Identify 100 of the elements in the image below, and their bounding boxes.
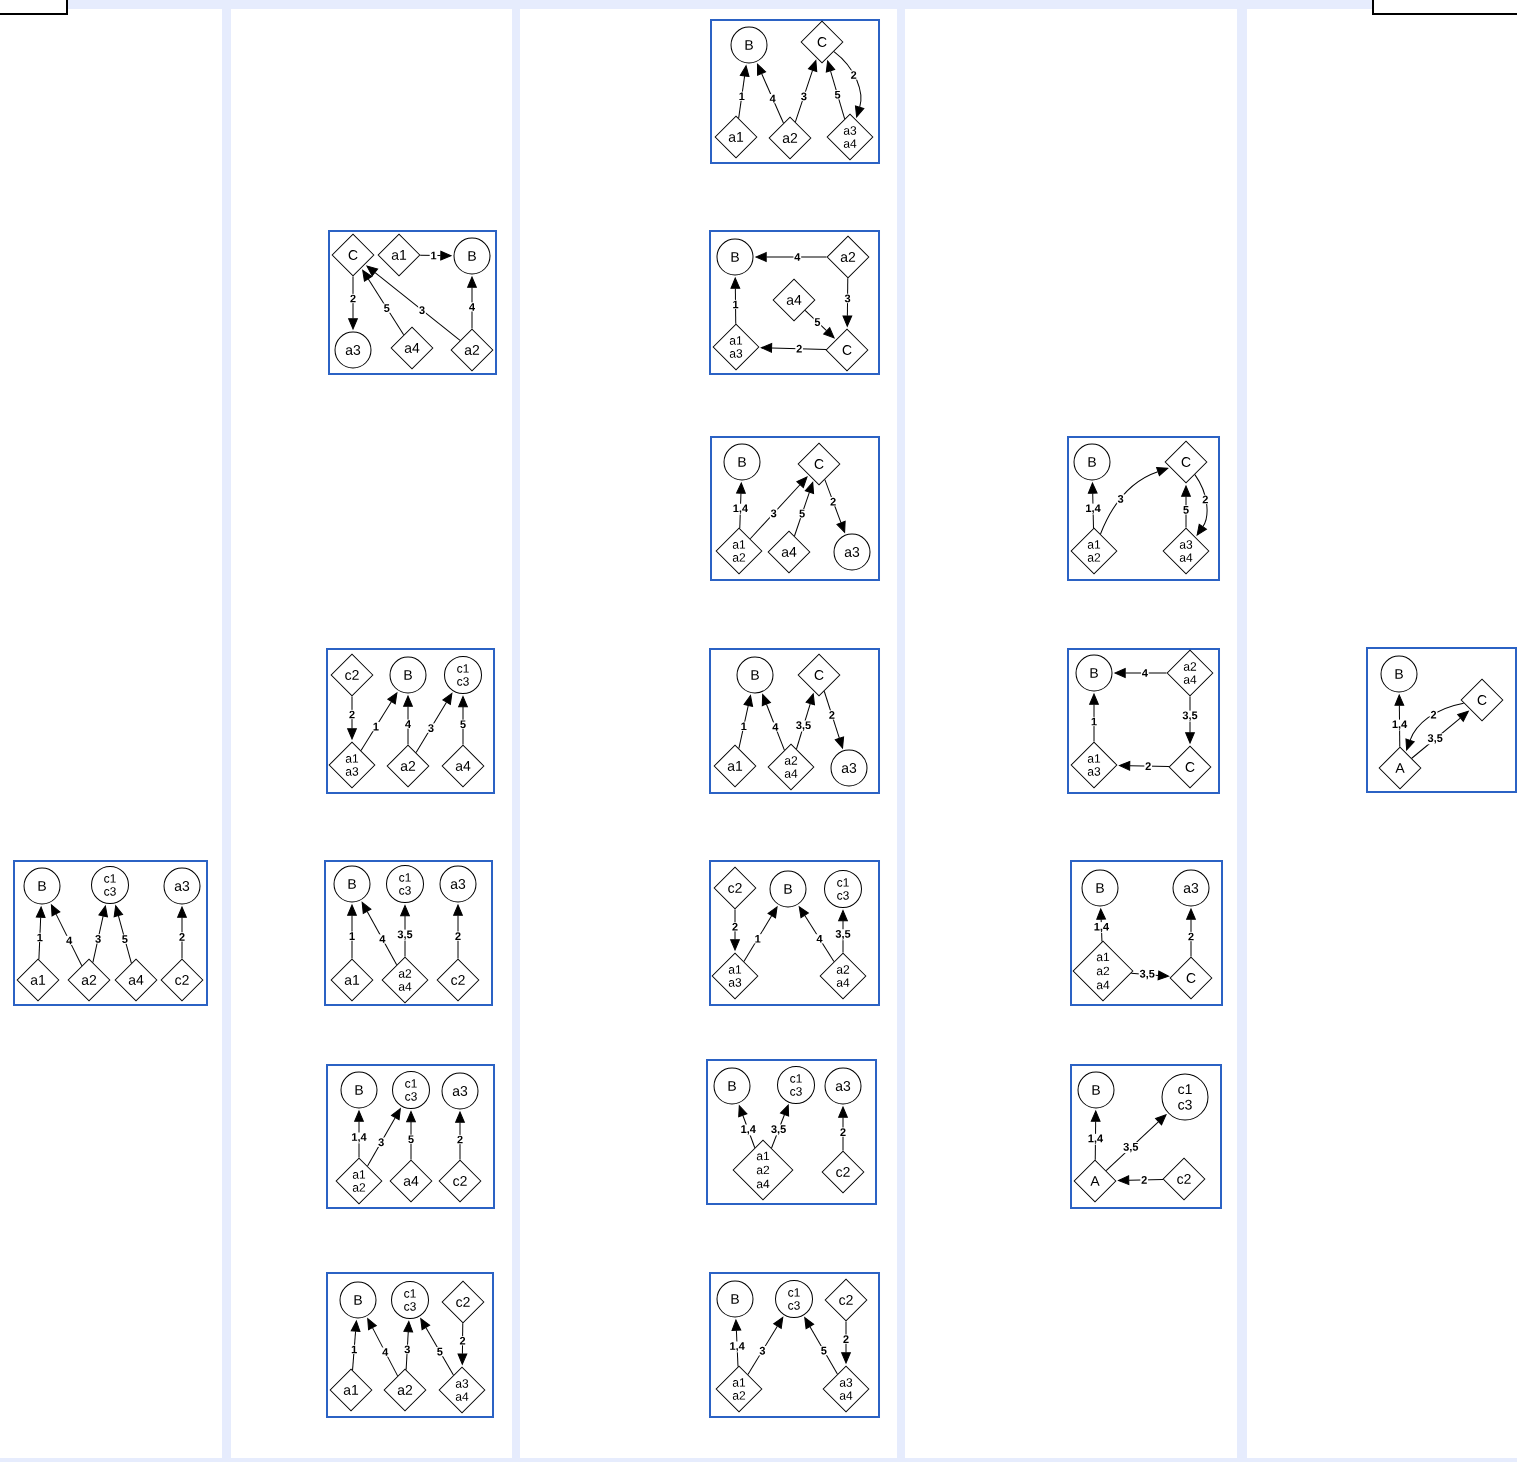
arrow	[833, 51, 865, 118]
diamond-node: C	[1169, 956, 1213, 1000]
edge-label: 4	[815, 934, 824, 944]
graph-panel	[709, 1272, 880, 1418]
circle-node: c1 c3	[392, 1071, 430, 1109]
arrow	[406, 1111, 416, 1160]
diamond-node: a2	[67, 958, 111, 1002]
edge-label: 3,5	[795, 720, 812, 732]
circle-node: B	[340, 1071, 378, 1109]
diamond-node: a2	[450, 328, 494, 372]
circle-node: c1 c3	[444, 656, 482, 694]
arrow	[419, 250, 452, 261]
circle-node: B	[769, 870, 807, 908]
edge-label: 5	[436, 1347, 444, 1357]
edge-label: 3	[1116, 494, 1125, 504]
arrow	[804, 309, 835, 339]
arrow	[367, 1108, 401, 1167]
edge-label: 1,4	[350, 1132, 368, 1144]
graph-panel	[1070, 860, 1223, 1006]
diamond-node: a1 a2 a4	[732, 1139, 794, 1201]
arrow	[1405, 702, 1465, 751]
edge-label: 1	[739, 721, 748, 731]
arrow	[1096, 908, 1106, 943]
arrow	[793, 481, 815, 537]
diamond-node: c2	[438, 1159, 482, 1203]
arrow	[1119, 760, 1170, 771]
arrow	[113, 905, 132, 964]
arrow	[1105, 1114, 1167, 1172]
graph-panel	[710, 436, 880, 581]
graph-panel	[709, 860, 880, 1006]
graph-panel	[328, 230, 497, 375]
edge-label: 3	[769, 508, 778, 519]
arrow	[736, 482, 746, 529]
diamond-node: a3 a4	[822, 1365, 870, 1413]
edge-label: 1	[35, 932, 44, 942]
diamond-node: a1	[330, 958, 374, 1002]
arrow	[403, 1320, 414, 1371]
edge-label: 2	[795, 344, 804, 354]
arrow	[367, 1318, 399, 1377]
circle-node: B	[716, 238, 754, 276]
edge-label: 3,5	[1138, 969, 1156, 980]
arrow	[824, 479, 846, 533]
graph-panel	[326, 1064, 495, 1209]
diamond-node: a2 a4	[767, 743, 815, 791]
arrow	[731, 1319, 742, 1367]
arrow	[1090, 1110, 1101, 1161]
diamond-node: a3 a4	[438, 1366, 486, 1414]
arrow	[747, 1316, 784, 1375]
edge-label: 2	[349, 293, 357, 304]
arrow	[798, 906, 835, 963]
diamond-node: c2	[1162, 1157, 1206, 1201]
edge-label: 2	[1187, 931, 1195, 942]
edge-label: 1,4	[1391, 719, 1408, 731]
edge-label: 4	[381, 1347, 390, 1357]
arrow	[35, 906, 46, 960]
diamond-node: a1 a2	[715, 1365, 763, 1413]
diamond-node: a4	[389, 1159, 433, 1203]
diamond-node: c2	[824, 1278, 868, 1322]
diamond-node: c2	[441, 1280, 485, 1324]
edge-label: 5	[1182, 505, 1190, 515]
edge-label: 4	[378, 934, 387, 944]
arrow	[453, 904, 463, 959]
arrow	[366, 265, 461, 341]
edge-label: 1,4	[1084, 503, 1102, 515]
edge-label: 1	[372, 722, 380, 732]
diamond-node: a2 a4	[1166, 649, 1214, 697]
diamond-node: a1	[714, 115, 758, 159]
circle-node: B	[1073, 443, 1111, 481]
circle-node: c1 c3	[777, 1066, 815, 1104]
edge-label: 2	[178, 932, 186, 942]
graph-panel	[709, 230, 880, 375]
arrow	[842, 277, 853, 327]
edge-label: 1	[737, 91, 746, 101]
circle-node: a3	[163, 867, 201, 905]
diamond-node: a4	[441, 744, 485, 788]
arrow	[1411, 710, 1469, 759]
arrow	[755, 252, 827, 262]
graph-panel	[13, 860, 208, 1006]
circle-node: B	[1075, 654, 1113, 692]
arrow	[838, 1106, 848, 1151]
arrow	[348, 276, 358, 330]
circle-node: B	[713, 1067, 751, 1105]
diamond-node: a1 a2	[335, 1157, 383, 1205]
edge-label: 5	[121, 934, 129, 944]
edge-label: 3	[800, 91, 808, 102]
edge-label: 2	[456, 1134, 464, 1145]
arrow	[749, 476, 808, 540]
graph-panel	[1067, 436, 1220, 581]
edge-label: 2	[1201, 494, 1210, 505]
edge-label: 1,4	[728, 1341, 746, 1353]
graph-panel	[1070, 1064, 1222, 1209]
circle-node: c1 c3	[775, 1280, 813, 1318]
arrow	[92, 905, 108, 963]
edge-label: 3	[403, 1344, 412, 1355]
circle-node: a3	[1172, 869, 1210, 907]
arrow	[360, 692, 398, 751]
edge-label: 5	[820, 1346, 828, 1356]
arrow	[1100, 466, 1169, 535]
circle-node: c1 c3	[91, 866, 129, 904]
edge-label: 1	[753, 934, 762, 944]
